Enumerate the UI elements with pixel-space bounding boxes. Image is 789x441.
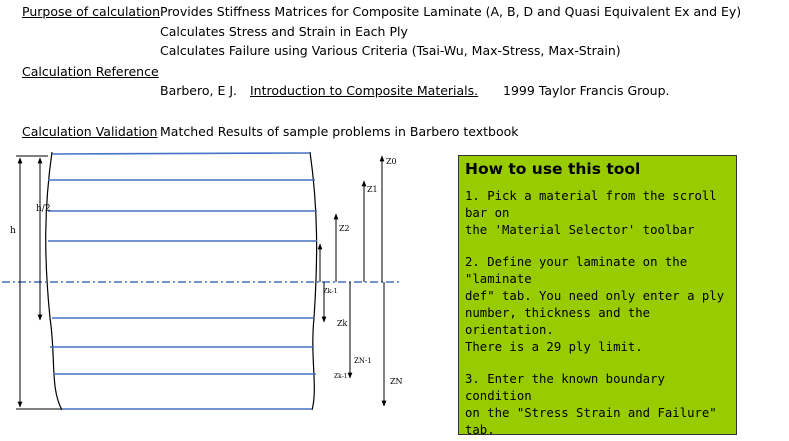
purpose-line-1: Provides Stiffness Matrices for Composit… xyxy=(160,4,742,19)
ply-lines xyxy=(48,152,317,410)
zk1-low-label: Zk-1 xyxy=(334,373,348,380)
how-to-step-1: 1. Pick a material from the scroll bar o… xyxy=(465,189,717,237)
laminate-right-edge xyxy=(309,151,318,411)
zk-label: Zk xyxy=(337,319,348,328)
how-to-panel: How to use this tool 1. Pick a material … xyxy=(458,155,737,437)
reference-author: Barbero, E J. xyxy=(160,83,237,98)
how-to-step-3: 3. Enter the known boundary condition on… xyxy=(465,372,717,437)
z0-label: Z0 xyxy=(386,157,397,166)
ply-line xyxy=(51,152,311,155)
laminate-left-edge xyxy=(45,151,63,411)
zn1-label: ZN-1 xyxy=(354,357,372,365)
validation-text: Matched Results of sample problems in Ba… xyxy=(160,124,519,139)
h-label: h xyxy=(10,226,16,236)
z2-label: Z2 xyxy=(339,224,350,233)
validation-label: Calculation Validation xyxy=(22,124,158,139)
laminate-diagram: h h/2 Z0 Z1 Z2 Zk-1 Zk ZN-1 Zk-1 ZN xyxy=(2,151,403,411)
z1-label: Z1 xyxy=(367,185,378,194)
purpose-line-2: Calculates Stress and Strain in Each Ply xyxy=(160,24,408,39)
how-to-step-2: 2. Define your laminate on the "laminate… xyxy=(465,255,725,354)
half-h-label: h/2 xyxy=(36,204,51,214)
reference-book-link[interactable]: Introduction to Composite Materials. xyxy=(250,83,479,98)
zn-label: ZN xyxy=(390,377,403,386)
purpose-line-3: Calculates Failure using Various Criteri… xyxy=(160,43,621,58)
zk1-label: Zk-1 xyxy=(323,287,338,295)
reference-label: Calculation Reference xyxy=(22,64,159,79)
how-to-title: How to use this tool xyxy=(465,160,641,178)
reference-publisher: 1999 Taylor Francis Group. xyxy=(503,83,670,98)
purpose-label: Purpose of calculation xyxy=(22,4,161,19)
